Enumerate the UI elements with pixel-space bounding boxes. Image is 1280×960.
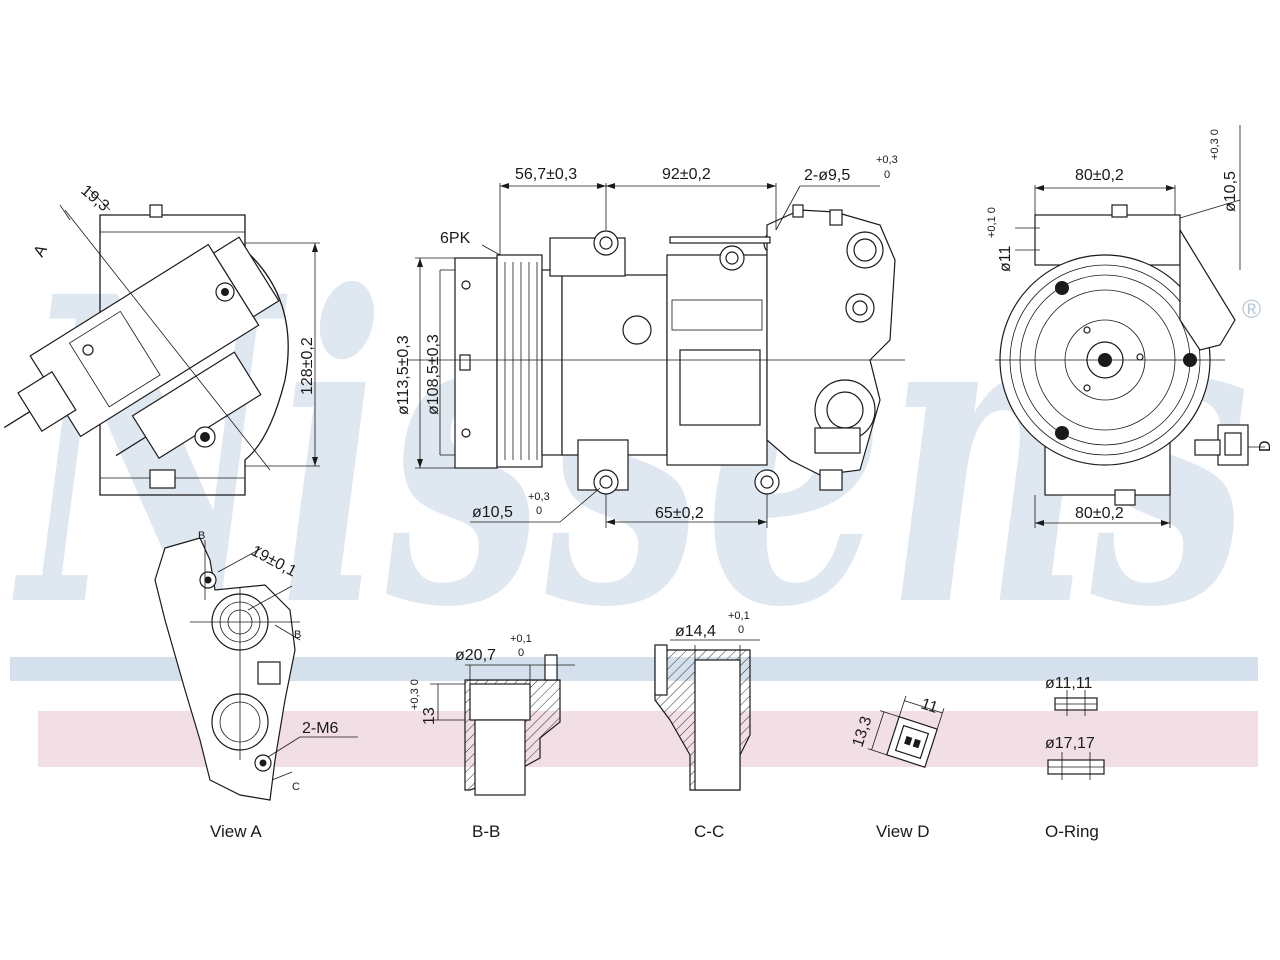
cc-dim-d14-4: ø14,4 — [675, 623, 716, 640]
front-view: 56,7±0,3 92±0,2 2-ø9,5 +0,3 0 6PK ø113,5… — [395, 154, 905, 528]
o-ring: ø11,11 ø17,17 — [1045, 675, 1105, 780]
bb-dim-13-tol: +0,3 0 — [409, 679, 421, 710]
caption-view-a: View A — [210, 822, 262, 841]
side-dim-80-top: 80±0,2 — [1075, 167, 1124, 184]
dim-6pk: 6PK — [440, 230, 471, 247]
bb-dim-d20-7: ø20,7 — [455, 647, 496, 664]
bb-dim-d20-7-tol-upper: +0,1 — [510, 633, 532, 645]
dim-2-d9-5-tol-lower: 0 — [884, 169, 890, 181]
side-dim-d11-tol: +0,1 0 — [986, 207, 998, 238]
bb-section: ø20,7 +0,1 0 13 +0,3 0 — [409, 633, 575, 796]
side-label-d: D — [1257, 440, 1274, 452]
dim-65: 65±0,2 — [655, 505, 704, 522]
side-dim-d10-5: ø10,5 — [1222, 171, 1239, 212]
dim-128: 128±0,2 — [299, 337, 316, 395]
dim-2-d9-5: 2-ø9,5 — [804, 167, 850, 184]
dim-92: 92±0,2 — [662, 166, 711, 183]
registered-mark: ® — [1242, 294, 1261, 324]
bb-dim-13: 13 — [421, 707, 438, 725]
dim-56-7: 56,7±0,3 — [515, 166, 577, 183]
viewd-dim-11: 11 — [919, 696, 940, 717]
side-dim-d10-5-tol: +0,3 0 — [1209, 129, 1221, 160]
view-a-label-c: C — [292, 781, 300, 793]
side-dim-80-bottom: 80±0,2 — [1075, 505, 1124, 522]
view-a-2-m6: 2-M6 — [302, 720, 339, 737]
cc-dim-d14-4-tol-lower: 0 — [738, 624, 744, 636]
caption-view-d: View D — [876, 822, 930, 841]
dim-d10-5-tol-lower: 0 — [536, 505, 542, 517]
bb-dim-d20-7-tol-lower: 0 — [518, 647, 524, 659]
cc-dim-d14-4-tol-upper: +0,1 — [728, 610, 750, 622]
top-left-view: 19,3 A 128±0,2 — [3, 182, 320, 496]
oring-d11-11: ø11,11 — [1045, 675, 1093, 692]
caption-cc: C-C — [694, 822, 724, 841]
dim-d10-5-tol-upper: +0,3 — [528, 491, 550, 503]
view-a-label-b-top: B — [198, 530, 205, 542]
caption-bb: B-B — [472, 822, 500, 841]
dim-2-d9-5-tol-upper: +0,3 — [876, 154, 898, 166]
oring-d17-17: ø17,17 — [1045, 735, 1095, 752]
cc-section: ø14,4 +0,1 0 — [654, 610, 760, 791]
side-view: 80±0,2 80±0,2 ø10,5 +0,3 0 ø11 +0,1 0 D — [986, 125, 1274, 528]
dim-d108-5: ø108,5±0,3 — [425, 334, 442, 415]
view-a-label-b-right: B — [294, 629, 301, 641]
caption-oring: O-Ring — [1045, 822, 1099, 841]
side-dim-d11: ø11 — [997, 246, 1014, 272]
dim-d10-5: ø10,5 — [472, 504, 513, 521]
dim-d113-5: ø113,5±0,3 — [395, 335, 412, 415]
